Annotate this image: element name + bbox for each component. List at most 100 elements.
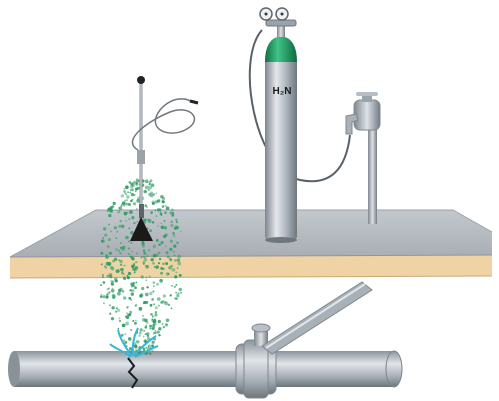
gas-particle — [169, 258, 173, 262]
gas-particle — [115, 248, 118, 251]
gas-particle — [126, 312, 128, 314]
gas-particle — [152, 262, 155, 265]
gas-cylinder-icon: H₂N — [265, 24, 297, 243]
gas-particle — [176, 294, 180, 298]
gas-particle — [157, 319, 161, 324]
water-jet — [134, 345, 159, 358]
gas-particle — [162, 294, 167, 298]
gas-particle — [152, 324, 156, 328]
gas-particle — [157, 304, 160, 307]
gas-particle — [162, 262, 165, 266]
cylinder-label: H₂N — [273, 86, 292, 97]
water-jet — [109, 343, 132, 358]
gas-particle — [149, 324, 153, 328]
gas-particle — [142, 255, 145, 258]
gas-particle — [154, 311, 158, 314]
gas-particle — [123, 187, 126, 190]
gas-particle — [111, 287, 114, 290]
gas-particle — [170, 264, 174, 268]
gas-particle — [131, 257, 135, 261]
gas-particle — [177, 261, 182, 266]
gas-particle — [102, 281, 106, 284]
gas-particle — [119, 252, 122, 255]
gas-particle — [132, 202, 137, 206]
gas-particle — [118, 259, 121, 262]
gas-particle — [112, 201, 116, 206]
gas-particle — [127, 247, 131, 250]
gas-particle — [125, 321, 129, 326]
gas-particle — [155, 238, 159, 242]
gas-particle — [154, 329, 157, 332]
gas-particle — [152, 253, 157, 258]
gas-particle — [164, 245, 167, 248]
gas-particle — [173, 258, 177, 262]
gas-particle — [124, 340, 128, 344]
gas-particle — [130, 292, 134, 296]
gas-particle — [133, 180, 136, 183]
gas-particle — [141, 244, 145, 248]
gas-particle — [156, 297, 161, 301]
gas-particle — [165, 251, 169, 255]
gas-particle — [155, 192, 158, 195]
gas-particle — [157, 199, 161, 203]
gas-particle — [128, 181, 132, 184]
gas-particle — [127, 337, 132, 341]
gas-particle — [145, 264, 150, 269]
gas-particle — [106, 245, 110, 248]
gas-particle — [116, 230, 119, 233]
gas-particle — [145, 279, 148, 282]
gas-particle — [166, 255, 170, 259]
gas-particle — [161, 300, 165, 304]
gas-particle — [136, 221, 139, 223]
gas-particle — [151, 340, 155, 344]
gas-particle — [127, 191, 129, 194]
gas-particle — [117, 249, 121, 253]
water-tap-icon — [345, 92, 381, 224]
gas-particle — [145, 276, 148, 279]
gas-particle — [151, 202, 155, 205]
gas-particle — [123, 339, 126, 342]
gas-particle — [159, 212, 163, 216]
gas-particle — [121, 323, 126, 328]
gas-particle — [126, 315, 130, 320]
gas-particle — [148, 185, 152, 190]
gas-particle — [125, 235, 129, 240]
gas-particle — [134, 304, 137, 307]
gas-particle — [152, 332, 155, 335]
gas-particle — [105, 295, 109, 299]
gas-particle — [141, 242, 145, 246]
gas-particle — [129, 310, 133, 314]
gas-particle — [170, 307, 173, 310]
gas-particle — [138, 307, 143, 311]
gas-particle — [161, 200, 164, 203]
gas-particle — [175, 221, 178, 224]
gas-particle — [123, 190, 126, 193]
gas-particle — [112, 294, 116, 299]
tracer-gas-probe-icon — [130, 76, 199, 241]
gas-particle — [135, 340, 140, 344]
gas-particle — [102, 274, 104, 276]
gas-particle — [106, 210, 109, 213]
gas-particle — [171, 213, 175, 217]
gas-particle — [140, 256, 143, 259]
gas-particle — [152, 285, 155, 288]
gas-particle — [114, 279, 118, 283]
gas-particle — [154, 323, 157, 325]
gas-particle — [144, 325, 148, 329]
gas-particle — [176, 241, 179, 245]
gas-particle — [143, 300, 147, 305]
gas-particle — [109, 252, 112, 255]
gas-particle — [172, 250, 175, 253]
gas-particle — [121, 245, 126, 250]
gas-particle — [142, 249, 146, 252]
gas-particle — [109, 206, 113, 210]
gas-particle — [153, 318, 157, 322]
gas-particle — [177, 254, 181, 259]
gas-particle — [131, 183, 135, 188]
gas-particle — [158, 257, 162, 261]
gas-particle — [125, 193, 128, 196]
gas-particle — [102, 237, 105, 239]
gas-particle — [110, 317, 114, 321]
gas-particle — [134, 286, 137, 290]
gas-particle — [152, 193, 155, 196]
